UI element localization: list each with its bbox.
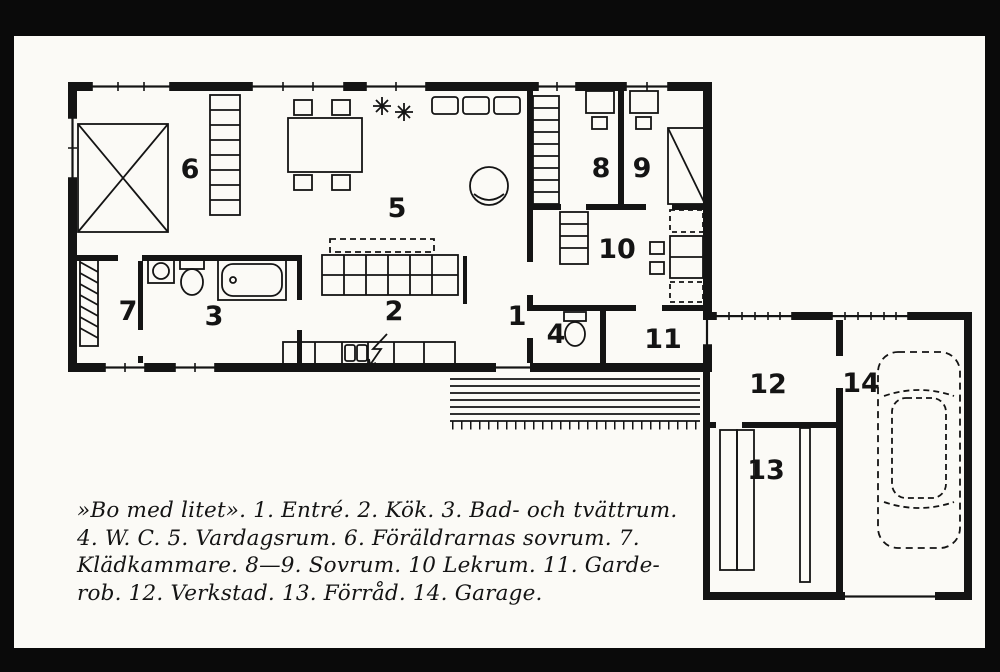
room-label-verkstad: 12	[749, 369, 787, 400]
terrace-decking	[450, 378, 700, 430]
room-label-garderob: 11	[644, 324, 682, 355]
parents-bedroom-furniture	[77, 94, 241, 233]
caption-line-2: 4. W. C. 5. Vardagsrum. 6. Föräldrarnas …	[77, 525, 640, 551]
paper-background	[14, 36, 985, 648]
window-lines	[68, 82, 935, 598]
room-label-sovrum-8: 8	[592, 153, 611, 184]
room-label-bad: 3	[205, 301, 224, 332]
room-label-wc: 4	[547, 319, 566, 350]
storage-shelves	[719, 427, 811, 583]
room-label-entre: 1	[508, 301, 527, 332]
room-number-labels: 1 2 3 4 5 6 7 8 9 10 11 12 13 14	[119, 153, 880, 486]
wc-furniture	[563, 311, 587, 347]
room-label-garage: 14	[842, 368, 880, 399]
playroom-furniture	[559, 209, 704, 303]
car-outline	[877, 351, 961, 549]
living-room-furniture	[287, 96, 521, 206]
stove-electric-arrow-icon	[369, 333, 388, 366]
room-label-vardagsrum: 5	[388, 193, 407, 224]
kitchen-furniture	[282, 238, 459, 366]
room-label-forrad: 13	[747, 455, 785, 486]
room-label-lekrum: 10	[598, 234, 636, 265]
room-label-kok: 2	[385, 296, 404, 327]
cloakroom-rail	[79, 257, 99, 347]
garage-wing-walls	[703, 312, 972, 600]
room-label-sovrum-f: 6	[181, 154, 200, 185]
caption-line-4: rob. 12. Verkstad. 13. Förråd. 14. Garag…	[77, 580, 543, 606]
figure-caption: »Bo med litet». 1. Entré. 2. Kök. 3. Bad…	[77, 497, 697, 607]
main-house-interior-walls	[77, 91, 703, 363]
bathroom-furniture	[147, 258, 287, 301]
children-bedrooms-furniture	[532, 90, 706, 205]
main-house-walls	[68, 82, 712, 372]
room-label-kladkammare: 7	[119, 296, 138, 327]
caption-line-1: »Bo med litet». 1. Entré. 2. Kök. 3. Bad…	[77, 498, 678, 523]
room-label-sovrum-9: 9	[633, 153, 652, 184]
plant-icon	[373, 97, 413, 121]
caption-line-3: Klädkammare. 8—9. Sovrum. 10 Lekrum. 11.…	[77, 553, 661, 578]
